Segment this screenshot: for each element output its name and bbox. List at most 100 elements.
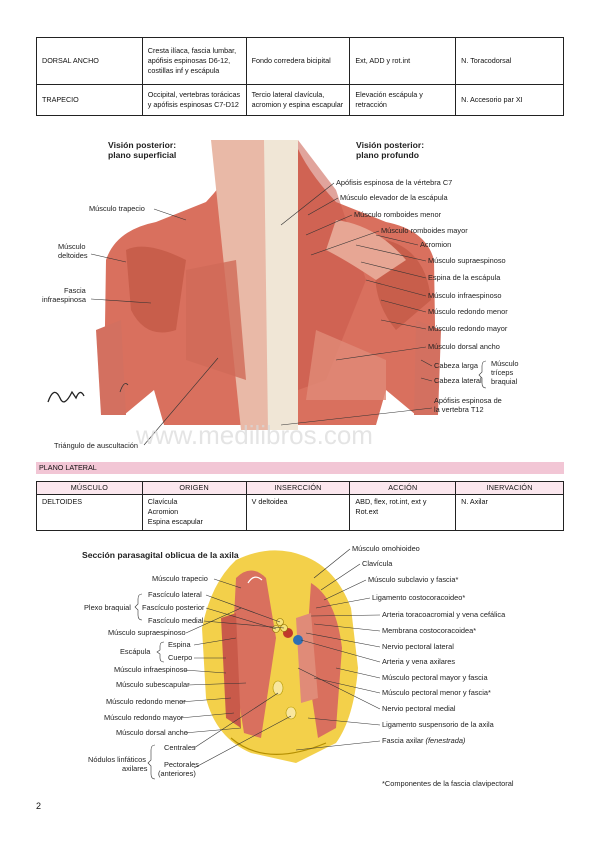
table-row: DORSAL ANCHO Cresta ilíaca, fascia lumba… — [36, 37, 564, 85]
column-header: ACCIÓN — [349, 481, 457, 495]
action-cell: Ext, ADD y rot.int — [349, 37, 457, 85]
label-clavicula: Clavícula — [362, 559, 393, 568]
label-triceps-2: tríceps — [491, 368, 513, 377]
label-deltoides-2: deltoides — [58, 251, 88, 260]
label-fasciculo-posterior: Fascículo posterior — [142, 603, 205, 612]
watermark: www.medilibros.com — [135, 420, 373, 450]
label-dorsal-ancho: Músculo dorsal ancho — [116, 728, 188, 737]
label-espina: Espina — [168, 640, 191, 649]
page-number: 2 — [36, 801, 42, 811]
label-subclavio: Músculo subclavio y fascia* — [368, 575, 458, 584]
label-fasciculo-lateral: Fascículo lateral — [148, 590, 202, 599]
origin-line: Clavícula — [147, 497, 178, 506]
label-fascia-1: Fascia — [64, 286, 87, 295]
label-pectorales: Pectorales — [164, 760, 199, 769]
muscle-cell: DORSAL ANCHO — [36, 37, 143, 85]
artist-signature — [47, 390, 85, 403]
label-triangulo: Triángulo de auscultación — [54, 441, 138, 450]
label-pectoral-menor: Músculo pectoral menor y fascia* — [382, 688, 491, 697]
label-arteria-vena: Arteria y vena axilares — [382, 657, 455, 666]
origin-cell: Cresta ilíaca, fascia lumbar, apófisis e… — [141, 37, 247, 85]
muscle-table-lateral: MÚSCULO ORIGEN INSERCCIÓN ACCIÓN INERVAC… — [36, 481, 564, 531]
column-header: INSERCCIÓN — [245, 481, 351, 495]
table-row: DELTOIDES Clavícula Acromion Espina esca… — [36, 494, 564, 531]
innervation-cell: N. Accesorio par XI — [455, 84, 564, 116]
label-membrana: Membrana costocoracoidea* — [382, 626, 476, 635]
axilla-section-figure: Sección parasagital oblicua de la axila … — [82, 544, 514, 788]
label-escapula: Escápula — [120, 647, 151, 656]
label-romboides-menor: Músculo romboides menor — [354, 210, 442, 219]
label-triceps-3: braquial — [491, 377, 518, 386]
section-band: PLANO LATERAL — [36, 462, 564, 474]
label-supraespinoso: Músculo supraespinoso — [428, 256, 506, 265]
label-cabeza-lateral: Cabeza lateral — [434, 376, 482, 385]
back-muscles-illustration — [96, 140, 441, 430]
action-line: Rot.ext — [355, 507, 379, 516]
label-fasciculo-medial: Fascículo medial — [148, 616, 204, 625]
label-pectoral-medial: Nervio pectoral medial — [382, 704, 456, 713]
axilla-illustration — [202, 550, 358, 763]
column-header: MÚSCULO — [36, 481, 143, 495]
label-acromion: Acromion — [420, 240, 451, 249]
label-redondo-mayor: Músculo redondo mayor — [428, 324, 508, 333]
action-cell: Elevación escápula y retracción — [349, 84, 457, 116]
label-trapecio: Músculo trapecio — [89, 204, 145, 213]
label-pectoral-mayor: Músculo pectoral mayor y fascia — [382, 673, 488, 682]
label-elevador: Músculo elevador de la escápula — [340, 193, 449, 202]
section-title: Sección parasagital oblicua de la axila — [82, 550, 239, 560]
label-deltoides-1: Músculo — [58, 242, 86, 251]
insertion-cell: Tercio lateral clavícula, acromion y esp… — [245, 84, 351, 116]
left-view-title: Visión posterior: — [108, 140, 176, 150]
label-pectoral-lateral: Nervio pectoral lateral — [382, 642, 454, 651]
origin-line: Acromion — [147, 507, 179, 516]
muscle-cell: TRAPECIO — [36, 84, 143, 116]
right-view-subtitle: plano profundo — [356, 150, 419, 160]
label-c7: Apófisis espinosa de la vértebra C7 — [336, 178, 452, 187]
posterior-view-figure: Visión posterior: plano superficial Visi… — [42, 140, 519, 450]
origin-line: Espina escapular — [147, 517, 203, 526]
column-header: ORIGEN — [141, 481, 247, 495]
label-trapecio: Músculo trapecio — [152, 574, 208, 583]
innervation-cell: N. Axilar — [455, 494, 564, 531]
origin-cell: Occipital, vertebras torácicas y apófisi… — [141, 84, 247, 116]
label-costocoracoideo: Ligamento costocoracoideo* — [372, 593, 465, 602]
left-view-subtitle: plano superficial — [108, 150, 176, 160]
label-fascia-2: infraespinosa — [42, 295, 87, 304]
label-anteriores: (anteriores) — [158, 769, 196, 778]
label-nodulos-1: Nódulos linfáticos — [88, 755, 146, 764]
insertion-cell: V deltoidea — [245, 494, 351, 531]
muscle-cell: DELTOIDES — [36, 494, 143, 531]
label-redondo-mayor: Músculo redondo mayor — [104, 713, 184, 722]
innervation-cell: N. Toracodorsal — [455, 37, 564, 85]
label-espina: Espina de la escápula — [428, 273, 501, 282]
label-supraespinoso: Músculo supraespinoso — [108, 628, 186, 637]
label-fascia-axilar: Fascia axilar (fenestrada) — [382, 736, 466, 745]
label-ligamento-suspensorio: Ligamento suspensorio de la axila — [382, 720, 495, 729]
label-romboides-mayor: Músculo romboides mayor — [381, 226, 468, 235]
label-redondo-menor: Músculo redondo menor — [106, 697, 186, 706]
label-t12-2: la vertebra T12 — [434, 405, 484, 414]
origin-cell: Clavícula Acromion Espina escapular — [141, 494, 247, 531]
label-triceps-1: Músculo — [491, 359, 519, 368]
label-nodulos-2: axilares — [122, 764, 148, 773]
label-omohioideo: Músculo omohioideo — [352, 544, 420, 553]
action-cell: ABD, flex, rot.int, ext y Rot.ext — [349, 494, 457, 531]
label-t12-1: Apófisis espinosa de — [434, 396, 502, 405]
muscle-table-top: DORSAL ANCHO Cresta ilíaca, fascia lumba… — [36, 37, 564, 116]
label-cabeza-larga: Cabeza larga — [434, 361, 479, 370]
label-centrales: Centrales — [164, 743, 196, 752]
label-plexo-braquial: Plexo braquial — [84, 603, 131, 612]
label-redondo-menor: Músculo redondo menor — [428, 307, 508, 316]
label-infraespinoso: Músculo infraespinoso — [428, 291, 502, 300]
footnote: *Componentes de la fascia clavipectoral — [382, 779, 514, 788]
label-infraespinoso: Músculo infraespinoso — [114, 665, 188, 674]
action-line: ABD, flex, rot.int, ext y — [355, 497, 427, 506]
right-view-title: Visión posterior: — [356, 140, 424, 150]
label-subescapular: Músculo subescapular — [116, 680, 190, 689]
column-header: INERVACIÓN — [455, 481, 564, 495]
label-dorsal-ancho: Músculo dorsal ancho — [428, 342, 500, 351]
label-cuerpo: Cuerpo — [168, 653, 192, 662]
table-header-row: MÚSCULO ORIGEN INSERCCIÓN ACCIÓN INERVAC… — [36, 481, 564, 495]
insertion-cell: Fondo corredera bicipital — [245, 37, 351, 85]
label-toracoacromial: Arteria toracoacromial y vena cefálica — [382, 610, 506, 619]
